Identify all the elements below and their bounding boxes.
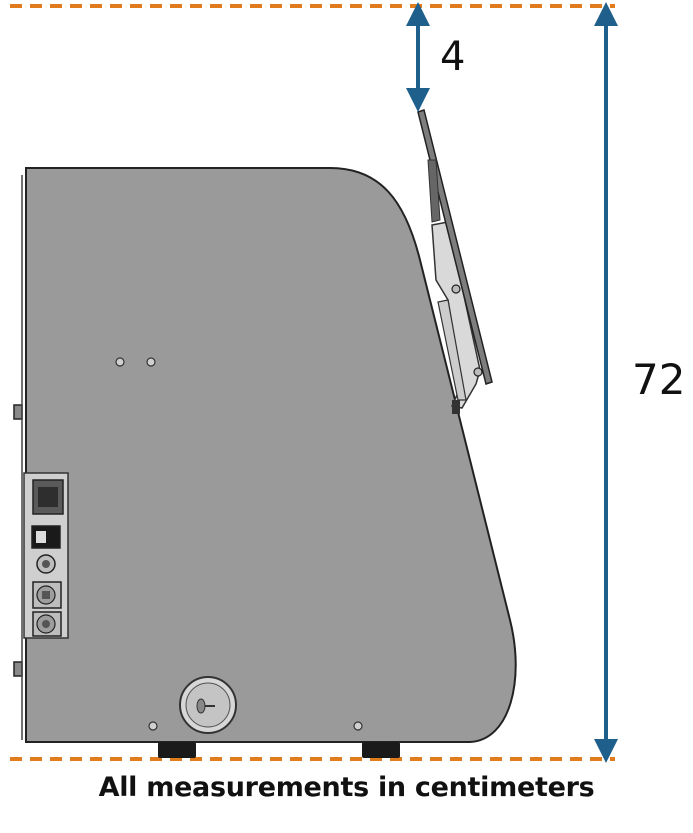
device-body [25,167,517,743]
total-height-label: 72 [632,355,685,404]
left-edge-details [13,175,23,740]
connector-panel [23,472,69,639]
tilted-screen-assembly [417,109,493,414]
round-port-cap [179,676,237,734]
body-screws [115,357,363,731]
top-gap-label: 4 [440,34,465,80]
units-caption: All measurements in centimeters [98,772,595,803]
device-feet [158,742,400,758]
